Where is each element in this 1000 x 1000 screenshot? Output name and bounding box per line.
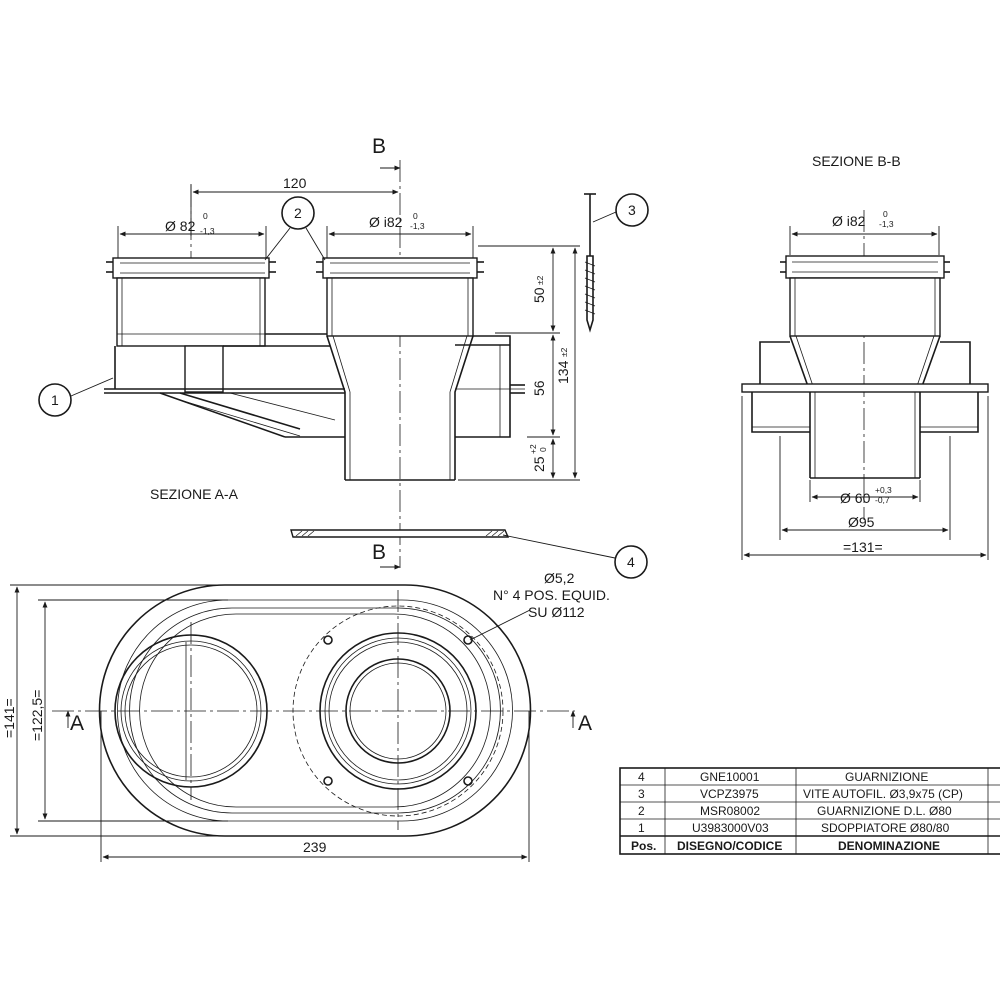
- bb-dim-60-tol-up: +0,3: [875, 485, 892, 495]
- balloon-1: 1: [51, 392, 59, 408]
- row-2-pos: 2: [638, 804, 645, 818]
- plan-dim-122: =122,5=: [29, 690, 45, 741]
- section-aa-view: B B 120 Ø 82 0 -1,3 Ø i82 0 -1,3: [104, 135, 580, 570]
- row-1-code: U3983000V03: [692, 821, 769, 835]
- bb-dim-top-tol-down: -1,3: [879, 219, 894, 229]
- parts-table: 4 GNE10001 GUARNIZIONE 3 VCPZ3975 VITE A…: [619, 767, 1000, 855]
- row-4-pos: 4: [638, 770, 645, 784]
- hole-note-circle: SU Ø112: [528, 604, 585, 620]
- row-4-name: GUARNIZIONE: [845, 770, 928, 784]
- dim-height-25-tol-up: +2: [528, 444, 538, 454]
- header-pos: Pos.: [631, 839, 656, 853]
- row-3-name: VITE AUTOFIL. Ø3,9x75 (CP): [803, 787, 963, 801]
- plan-dim-width: 239: [303, 839, 327, 855]
- balloon-3: 3: [628, 202, 636, 218]
- dim-height-56: 56: [531, 380, 547, 396]
- section-bb-view: SEZIONE B-B Ø i82 0 -1,3: [741, 153, 989, 560]
- dim-right-tol-up: 0: [413, 211, 418, 221]
- dim-height-50: 50: [531, 287, 547, 303]
- hole-note-count: N° 4 POS. EQUID.: [493, 587, 610, 603]
- header-name: DENOMINAZIONE: [838, 839, 940, 853]
- row-2-code: MSR08002: [700, 804, 760, 818]
- bb-dim-60: Ø 60: [840, 490, 871, 506]
- bb-dim-131: =131=: [843, 539, 883, 555]
- plan-view: A A Ø5,2 N° 4 POS. EQUID. SU Ø112: [1, 570, 610, 862]
- dim-height-25: 25: [531, 456, 547, 472]
- plan-dim-141: =141=: [1, 698, 17, 738]
- header-code: DISEGNO/CODICE: [677, 839, 782, 853]
- balloon-2: 2: [294, 205, 302, 221]
- hole-note-diameter: Ø5,2: [544, 570, 575, 586]
- bb-dim-top-tol-up: 0: [883, 209, 888, 219]
- row-3-code: VCPZ3975: [700, 787, 759, 801]
- bb-dim-60-tol-down: -0,7: [875, 495, 890, 505]
- dim-height-25-tol-down: 0: [538, 447, 548, 452]
- section-marker-b-top: B: [372, 135, 386, 158]
- row-2-name: GUARNIZIONE D.L. Ø80: [817, 804, 952, 818]
- balloon-group: 1 2 3 4: [38, 193, 649, 579]
- bb-dim-95: Ø95: [848, 514, 875, 530]
- dim-height-50-tol: ±2: [535, 275, 545, 285]
- row-4-code: GNE10001: [700, 770, 760, 784]
- balloon-4: 4: [627, 554, 635, 570]
- dim-right-diameter: Ø i82: [369, 214, 403, 230]
- dim-right-tol-down: -1,3: [410, 221, 425, 231]
- row-1-pos: 1: [638, 821, 645, 835]
- dim-left-diameter: Ø 82: [165, 218, 196, 234]
- dim-height-134-tol: ±2: [559, 347, 569, 357]
- section-marker-a-right: A: [578, 712, 592, 735]
- section-marker-b-bottom: B: [372, 541, 386, 564]
- section-aa-title: SEZIONE A-A: [150, 486, 239, 502]
- dim-left-tol-up: 0: [203, 211, 208, 221]
- bb-dim-top-diameter: Ø i82: [832, 213, 866, 229]
- dim-height-134: 134: [555, 360, 571, 384]
- screw-part: [584, 193, 596, 333]
- row-3-pos: 3: [638, 787, 645, 801]
- row-1-name: SDOPPIATORE Ø80/80: [821, 821, 950, 835]
- section-marker-a-left: A: [70, 712, 84, 735]
- dim-spacing-label: 120: [283, 175, 307, 191]
- dim-left-tol-down: -1,3: [200, 226, 215, 236]
- section-bb-title: SEZIONE B-B: [812, 153, 901, 169]
